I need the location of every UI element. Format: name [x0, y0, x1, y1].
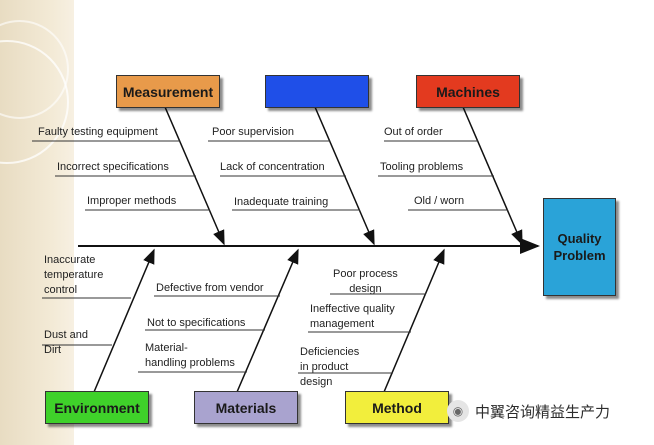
cause-label: Inaccurate temperature control: [44, 254, 104, 296]
category-box-environment: Environment: [45, 391, 149, 424]
category-box-materials: Materials: [194, 391, 298, 424]
effect-box-quality-problem: Quality Problem: [543, 198, 616, 296]
cause-label: Ineffective quality management: [310, 303, 395, 330]
cause-label: Improper methods: [87, 195, 177, 207]
category-box-method: Method: [345, 391, 449, 424]
category-box-top-middle: [265, 75, 369, 108]
cause-label: Deficiencies in product design: [300, 346, 360, 388]
bone-method: [383, 248, 445, 393]
watermark-text: 中翼咨询精益生产力: [475, 403, 611, 421]
category-box-machines: Machines: [416, 75, 520, 108]
bone-materials: [236, 248, 299, 393]
cause-label: Tooling problems: [380, 161, 464, 173]
cause-label: Inadequate training: [234, 196, 329, 208]
bone-environment: [93, 248, 155, 393]
cause-label: Not to specifications: [147, 317, 246, 329]
cause-label: Poor process design: [333, 268, 398, 295]
cause-label: Out of order: [384, 126, 443, 138]
decorative-side-panel: [0, 0, 74, 445]
cause-label: Material- handling problems: [145, 342, 235, 369]
cause-label: Incorrect specifications: [57, 161, 169, 173]
cause-label: Faulty testing equipment: [38, 126, 158, 138]
cause-label: Lack of concentration: [220, 161, 325, 173]
cause-label: Old / worn: [414, 195, 465, 207]
category-box-measurement: Measurement: [116, 75, 220, 108]
cause-label: Poor supervision: [212, 126, 294, 138]
watermark: ◉ 中翼咨询精益生产力: [447, 400, 610, 422]
cause-label: Defective from vendor: [156, 282, 264, 294]
cause-label: Dust and Dirt: [44, 329, 89, 356]
wechat-icon: ◉: [447, 400, 469, 422]
